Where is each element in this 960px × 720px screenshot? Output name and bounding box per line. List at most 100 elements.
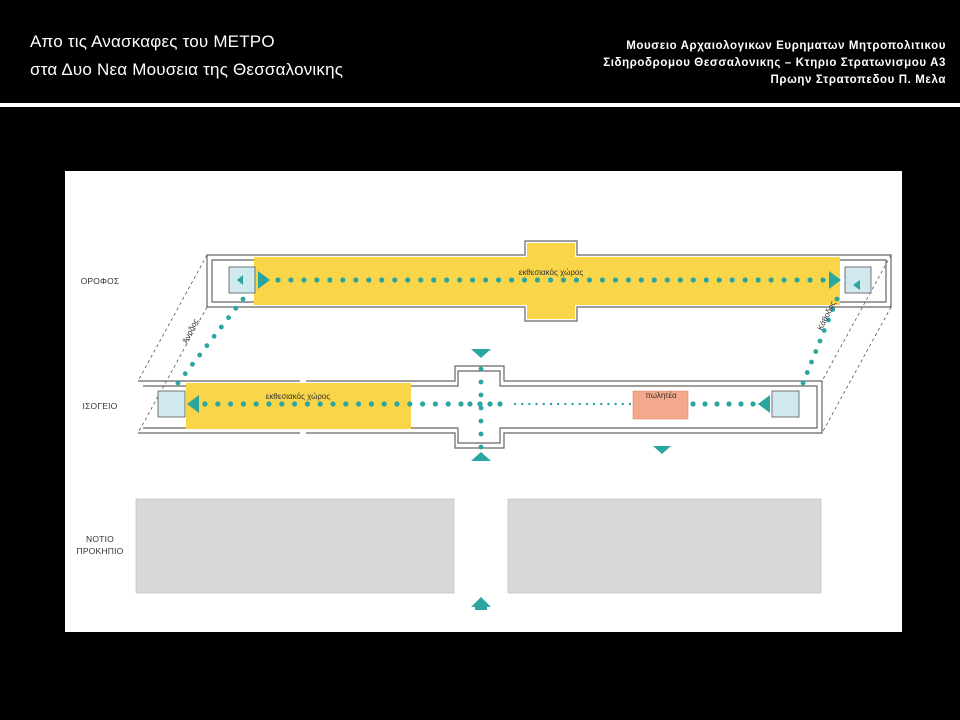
route-dot — [690, 277, 696, 283]
route-dot — [478, 405, 484, 411]
route-dot — [585, 402, 589, 406]
route-dot — [755, 277, 761, 283]
route-dot — [813, 349, 819, 354]
route-dot — [535, 402, 538, 406]
ground-exhibition-label: εκθεσιακός χώρος — [266, 392, 330, 401]
route-dot — [820, 277, 826, 283]
route-dot — [804, 370, 810, 375]
route-dot — [628, 402, 632, 406]
route-dot — [809, 359, 814, 365]
route-dot — [716, 277, 722, 283]
route-dot — [478, 392, 484, 398]
route-dot — [621, 402, 625, 406]
plan-drawing: εκθεσιακός χώρος εκθεσιακός χώρος πωλητέ… — [135, 240, 892, 610]
route-dot — [445, 401, 451, 407]
shop-label: πωλητέα — [645, 391, 677, 400]
route-dot — [651, 277, 657, 283]
route-dot — [317, 401, 323, 407]
floor-label-forecourt-2: ΠΡΟΚΗΠΙΟ — [76, 546, 124, 556]
route-dot — [304, 401, 310, 407]
route-dot — [549, 402, 553, 406]
route-dot — [292, 401, 298, 407]
forecourt-block-right — [507, 498, 822, 594]
route-dot — [211, 333, 217, 339]
route-dot — [432, 401, 438, 407]
route-arrows — [187, 271, 860, 610]
route-dot — [520, 402, 524, 406]
arrow-small-icon — [237, 275, 243, 285]
route-dot — [483, 277, 489, 283]
route-dot — [175, 380, 181, 386]
route-dot — [301, 277, 307, 283]
route-dot — [356, 401, 362, 407]
route-dot — [190, 361, 195, 367]
arrow-right-icon — [829, 271, 841, 289]
route-dot — [279, 401, 285, 407]
forecourt-block-left — [135, 498, 455, 594]
route-dot — [240, 401, 246, 407]
route-dot — [826, 317, 831, 323]
route-dot — [288, 277, 294, 283]
route-dot — [266, 401, 272, 407]
route-dot — [614, 402, 617, 406]
visitor-route — [175, 277, 840, 450]
route-dot — [800, 380, 806, 386]
arrow-left-icon — [758, 395, 770, 413]
route-dot — [240, 296, 246, 302]
route-dot — [477, 401, 483, 407]
route-dot — [571, 402, 574, 406]
route-dot — [794, 277, 800, 283]
ascent-label: Άνοδος — [181, 317, 201, 345]
upper-exhibition-label: εκθεσιακός χώρος — [519, 268, 583, 277]
route-dot — [368, 401, 374, 407]
route-dot — [729, 277, 735, 283]
route-dot — [742, 277, 748, 283]
route-dot — [726, 401, 732, 407]
route-dot — [314, 277, 320, 283]
upper-stair-box-right — [844, 266, 872, 294]
route-dot — [330, 401, 336, 407]
slide-title-line-2: στα Δυο Νεα Μουσεια της Θεσσαλονικης — [30, 60, 344, 79]
ground-stair-box-right — [771, 390, 800, 418]
route-dot — [586, 277, 593, 283]
route-dot — [226, 315, 231, 321]
museum-name-line-3: Πρωην Στρατοπεδου Π. Μελα — [770, 74, 946, 86]
route-dot — [817, 338, 823, 344]
route-dot — [478, 366, 484, 372]
route-dot — [218, 324, 224, 330]
route-dot — [703, 277, 709, 283]
route-dot — [625, 277, 631, 283]
route-dot — [470, 277, 476, 283]
route-dot — [714, 401, 720, 407]
route-dot — [578, 402, 581, 406]
route-dot — [343, 401, 349, 407]
route-dot — [702, 401, 708, 407]
route-dot — [750, 401, 756, 407]
route-dot — [497, 401, 503, 407]
route-dot — [394, 401, 400, 407]
route-dot — [638, 277, 644, 283]
arrow-down-icon — [653, 446, 671, 454]
route-dot — [738, 401, 744, 407]
route-dot — [834, 296, 840, 302]
route-dot — [381, 401, 387, 407]
route-dot — [197, 352, 203, 358]
floor-label-ground: ΙΣΟΓΕΙΟ — [82, 401, 118, 411]
route-dot — [392, 277, 398, 283]
floor-label-upper: ΟΡΟΦΟΣ — [80, 276, 120, 286]
arrow-small-icon — [853, 280, 860, 290]
route-dot — [560, 277, 567, 283]
upper-stair-box-left — [228, 266, 256, 294]
route-dot — [534, 277, 541, 283]
ground-exhibition-area — [186, 383, 411, 429]
route-dot — [528, 402, 531, 406]
route-dot — [677, 277, 683, 283]
route-dot — [253, 401, 259, 407]
route-dot — [418, 277, 424, 283]
route-dot — [444, 277, 450, 283]
route-dot — [521, 277, 528, 283]
route-dot — [781, 277, 787, 283]
route-dot — [202, 401, 208, 407]
route-dot — [405, 277, 411, 283]
route-dot — [478, 418, 484, 424]
